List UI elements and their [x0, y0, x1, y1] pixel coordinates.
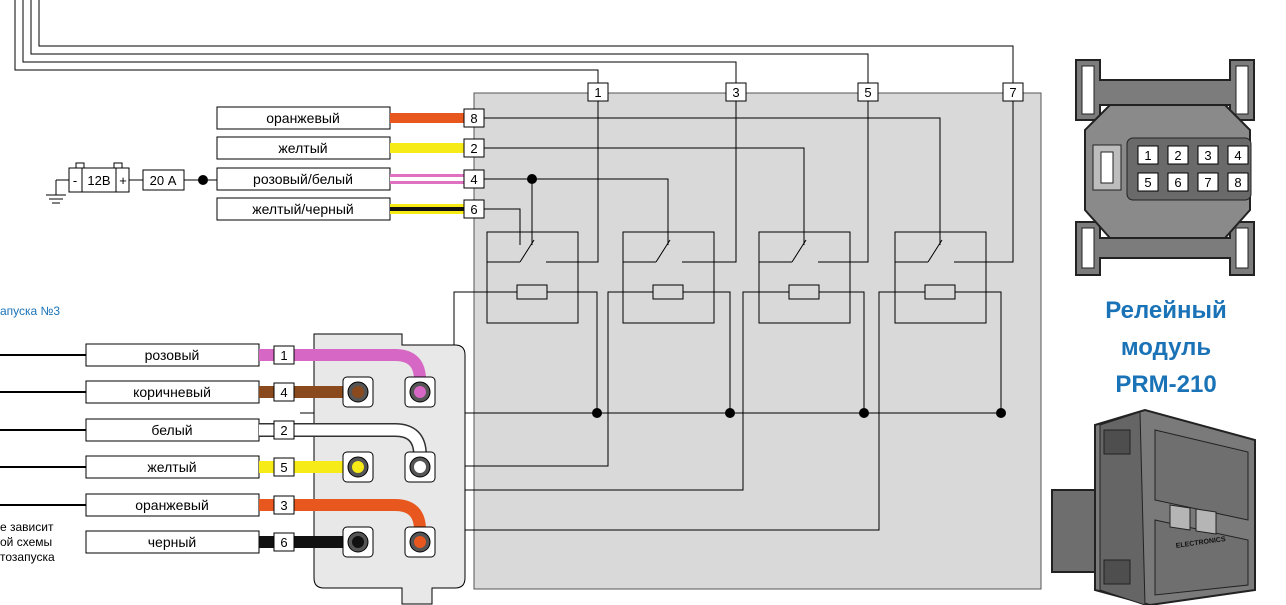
- svg-text:коричневый: коричневый: [133, 384, 211, 400]
- side-note-line-1: е зависит: [0, 520, 54, 534]
- top-wire-zheltyi-chernyi: желтый/черный 6: [216, 197, 485, 221]
- terminal: [342, 526, 374, 558]
- internal-wiring: [300, 101, 1014, 531]
- terminal: [342, 451, 374, 483]
- top-pin-3: 3: [725, 82, 747, 102]
- battery-icon: - 12В +: [68, 162, 130, 193]
- svg-text:20 А: 20 А: [150, 173, 177, 188]
- top-wire-zheltyi: желтый 2: [216, 136, 485, 160]
- svg-text:1: 1: [1144, 148, 1151, 163]
- left-leads: [0, 354, 86, 506]
- top-wire-oranzhevyi: оранжевый 8: [216, 106, 485, 130]
- svg-text:белый: белый: [151, 422, 192, 438]
- bottom-wire-korichnevyi: коричневый 4: [85, 380, 356, 404]
- bottom-wire-chernyi: черный 6: [85, 530, 356, 554]
- terminal: [404, 451, 436, 483]
- fuse-junction-dot: [198, 175, 208, 185]
- svg-text:2: 2: [280, 423, 287, 438]
- svg-text:+: +: [119, 173, 127, 188]
- svg-text:желтый: желтый: [278, 140, 327, 156]
- connector-pin-3: 3: [1197, 145, 1219, 165]
- svg-text:желтый: желтый: [147, 459, 196, 475]
- connector-pinout-illustration: [1075, 59, 1255, 276]
- svg-text:1: 1: [280, 348, 287, 363]
- bottom-wire-zheltyi: желтый 5: [85, 455, 356, 479]
- svg-text:3: 3: [732, 85, 739, 100]
- svg-text:7: 7: [1204, 175, 1211, 190]
- connector-pin-2: 2: [1167, 145, 1189, 165]
- connector-pin-1: 1: [1137, 145, 1159, 165]
- svg-text:5: 5: [864, 85, 871, 100]
- svg-text:розовый/белый: розовый/белый: [253, 171, 353, 187]
- terminal: [404, 376, 436, 408]
- svg-text:3: 3: [280, 498, 287, 513]
- svg-text:8: 8: [1234, 175, 1241, 190]
- module-title-line-2: модуль: [1121, 334, 1211, 361]
- module-title-line-3: PRM-210: [1115, 371, 1216, 398]
- relay-module-board: [473, 92, 1042, 590]
- fuse-icon: 20 А: [142, 169, 185, 191]
- connector-pin-6: 6: [1167, 172, 1189, 192]
- connector-pin-4: 4: [1227, 145, 1249, 165]
- svg-text:6: 6: [1174, 175, 1181, 190]
- top-pin-7: 7: [1002, 82, 1024, 102]
- svg-text:12В: 12В: [87, 173, 110, 188]
- module-title-line-1: Релейный: [1105, 297, 1227, 324]
- svg-text:5: 5: [1144, 175, 1151, 190]
- svg-text:5: 5: [280, 460, 287, 475]
- svg-text:оранжевый: оранжевый: [266, 110, 340, 126]
- top-pin-1: 1: [587, 82, 609, 102]
- svg-text:6: 6: [280, 535, 287, 550]
- connector-terminals: [342, 376, 436, 558]
- svg-text:розовый: розовый: [145, 347, 200, 363]
- svg-text:-: -: [73, 173, 77, 188]
- svg-text:оранжевый: оранжевый: [135, 497, 209, 513]
- connector-pin-8: 8: [1227, 172, 1249, 192]
- svg-text:черный: черный: [148, 534, 196, 550]
- side-note-line-3: тозапуска: [0, 550, 55, 564]
- svg-text:4: 4: [280, 385, 287, 400]
- svg-text:8: 8: [470, 111, 477, 126]
- top-wire-rozovyi-belyi: розовый/белый 4: [216, 167, 485, 191]
- svg-text:3: 3: [1204, 148, 1211, 163]
- connector-pin-5: 5: [1137, 172, 1159, 192]
- terminal: [342, 376, 374, 408]
- side-note-title: апуска №3: [0, 304, 60, 318]
- top-pin-5: 5: [857, 82, 879, 102]
- side-note-line-2: ой схемы: [0, 535, 52, 549]
- junction-dots: [527, 174, 1006, 418]
- svg-text:7: 7: [1009, 85, 1016, 100]
- top-feed-wires: [14, 0, 1014, 86]
- svg-text:2: 2: [1174, 148, 1181, 163]
- svg-text:4: 4: [1234, 148, 1241, 163]
- svg-text:6: 6: [470, 202, 477, 217]
- svg-text:желтый/черный: желтый/черный: [252, 201, 354, 217]
- terminal: [404, 526, 436, 558]
- connector-pin-7: 7: [1197, 172, 1219, 192]
- svg-text:2: 2: [470, 141, 477, 156]
- svg-text:4: 4: [470, 172, 477, 187]
- svg-text:1: 1: [594, 85, 601, 100]
- module-housing-illustration: [1051, 408, 1256, 605]
